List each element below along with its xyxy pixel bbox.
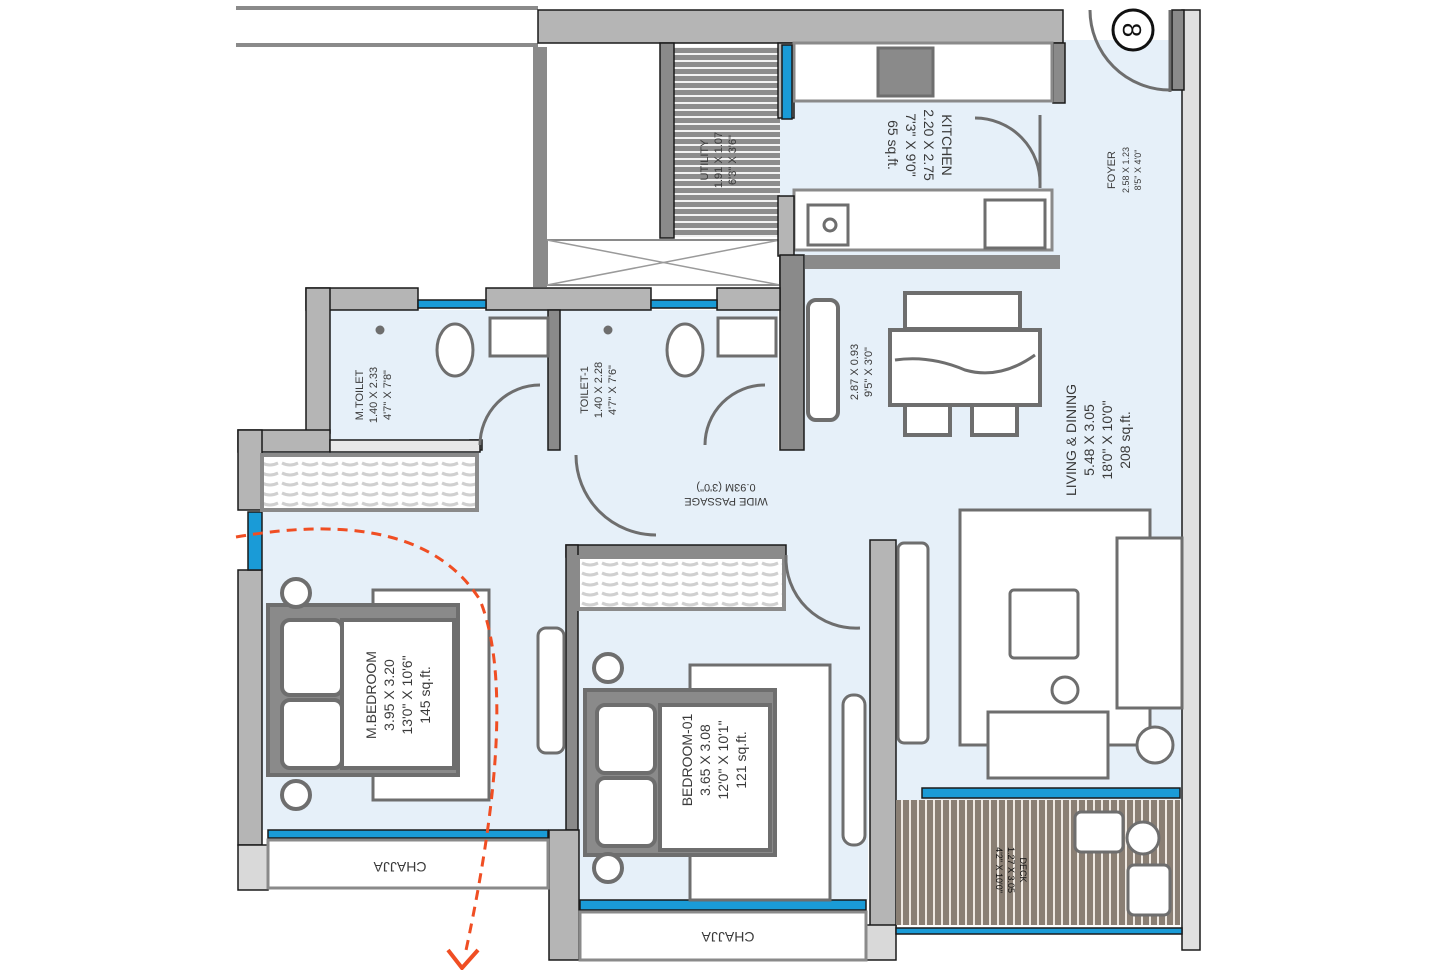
label-dining: 2.87 X 0.93 9'5" X 3'0" (849, 344, 875, 400)
label-utility: UTILITY 1.91 X 1.07 6'3" X 3'6" (699, 132, 739, 188)
toilet-1-dim-ft: 4'7" X 7'6" (607, 365, 619, 415)
label-kitchen: KITCHEN 2.20 X 2.75 7'3" X 9'0" 65 sq.ft… (885, 109, 955, 181)
external-boundary-lines (236, 6, 547, 287)
label-bedroom-01: BEDROOM-01 3.65 X 3.08 12'0" X 10'1" 121… (679, 714, 749, 807)
label-m-bedroom: M.BEDROOM 3.95 X 3.20 13'0" X 10'6" 145 … (363, 651, 433, 739)
dining-dim-ft: 9'5" X 3'0" (863, 347, 875, 397)
chajja-area-2 (578, 910, 868, 962)
m-bedroom-dim-ft: 13'0" X 10'6" (399, 655, 415, 734)
toilet-fixtures (375, 316, 778, 378)
label-foyer: FOYER 2.58 X 1.23 8'5" X 4'0" (1106, 147, 1143, 193)
living-dim-m: 5.48 X 3.05 (1081, 404, 1097, 476)
chajja-area-1 (266, 838, 550, 890)
living-name: LIVING & DINING (1063, 384, 1079, 496)
toilet-1-name: TOILET-1 (579, 366, 591, 413)
living-dim-ft: 18'0" X 10'0" (1099, 400, 1115, 479)
living-furniture (536, 508, 1184, 847)
foyer-dim-ft: 8'5" X 4'0" (1133, 150, 1143, 191)
foyer-dim-m: 2.58 X 1.23 (1121, 147, 1131, 193)
bedroom-01-dim-ft: 12'0" X 10'1" (715, 720, 731, 799)
kitchen-dim-m: 2.20 X 2.75 (921, 109, 937, 181)
utility-dim-ft: 6'3" X 3'6" (727, 135, 739, 185)
m-toilet-dim-ft: 4'7" X 7'8" (382, 370, 394, 420)
bedroom-01-bed (583, 652, 832, 902)
m-bedroom-bed (266, 577, 491, 811)
m-toilet-name: M.TOILET (354, 369, 366, 420)
foyer-name: FOYER (1106, 151, 1118, 189)
label-passage: WIDE PASSAGE 0.93M (3'0") (684, 481, 768, 507)
utility-name: UTILITY (699, 139, 711, 181)
wardrobe-m-bedroom (260, 453, 479, 512)
label-living: LIVING & DINING 5.48 X 3.05 18'0" X 10'0… (1063, 384, 1133, 496)
label-deck: DECK 1.27 X 3.05 4'2" X 10'0" (994, 847, 1028, 893)
chajja-2-name: CHAJJA (701, 929, 755, 945)
utility-area (672, 47, 780, 237)
kitchen-fixtures (806, 46, 1047, 250)
deck-name: DECK (1018, 857, 1028, 882)
passage-dim: 0.93M (3'0") (696, 481, 755, 493)
deck-dim-ft: 4'2" X 10'0" (994, 847, 1004, 893)
bedroom-01-dim-m: 3.65 X 3.08 (697, 724, 713, 796)
compass-icon: 8 (1111, 8, 1155, 52)
kitchen-area: 65 sq.ft. (885, 120, 901, 170)
label-chajja-2: CHAJJA (701, 929, 755, 945)
m-toilet-dim-m: 1.40 X 2.33 (368, 367, 380, 423)
dining-table (806, 291, 1042, 437)
living-area: 208 sq.ft. (1117, 411, 1133, 469)
label-chajja-1: CHAJJA (373, 859, 427, 875)
label-m-toilet: M.TOILET 1.40 X 2.33 4'7" X 7'8" (354, 367, 394, 423)
toilet-1-dim-m: 1.40 X 2.28 (593, 362, 605, 418)
chajja-1-name: CHAJJA (373, 859, 427, 875)
compass-symbol: 8 (1117, 23, 1147, 37)
m-bedroom-dim-m: 3.95 X 3.20 (381, 659, 397, 731)
passage-name: WIDE PASSAGE (684, 495, 768, 507)
m-bedroom-area: 145 sq.ft. (417, 666, 433, 724)
bedroom-01-name: BEDROOM-01 (679, 714, 695, 807)
duct-shaft (546, 239, 781, 286)
deck-dim-m: 1.27 X 3.05 (1006, 847, 1016, 893)
kitchen-dim-ft: 7'3" X 9'0" (903, 113, 919, 177)
utility-dim-m: 1.91 X 1.07 (713, 132, 725, 188)
arrowhead-icon (446, 948, 480, 970)
direction-arrow-icon (235, 527, 499, 956)
dining-dim-m: 2.87 X 0.93 (849, 344, 861, 400)
bedroom-01-area: 121 sq.ft. (733, 731, 749, 789)
doors (478, 9, 1172, 630)
m-bedroom-name: M.BEDROOM (363, 651, 379, 739)
label-toilet-1: TOILET-1 1.40 X 2.28 4'7" X 7'6" (579, 362, 619, 418)
kitchen-name: KITCHEN (939, 114, 955, 175)
windows (247, 44, 1183, 935)
deck-chairs (1073, 810, 1172, 917)
wardrobe-bedroom-01 (576, 555, 786, 611)
